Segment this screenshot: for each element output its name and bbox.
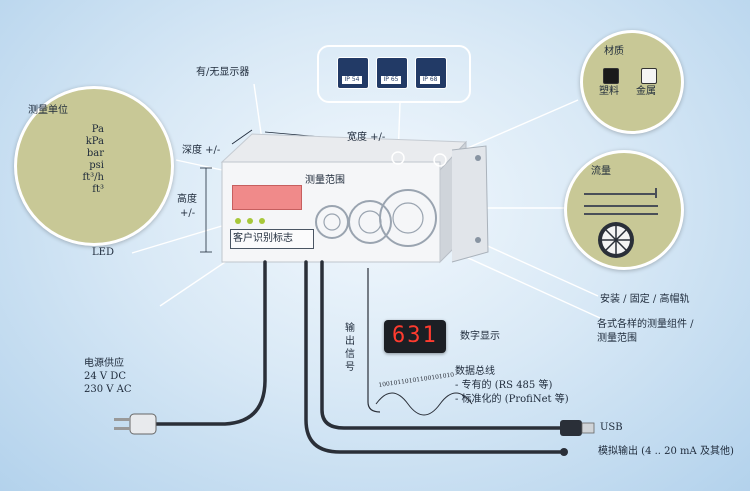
width-label: 宽度 +/-: [347, 132, 386, 143]
ip65-icon: IP 65: [376, 57, 408, 89]
led-1: [235, 218, 241, 224]
device-display: [232, 185, 302, 210]
unit-kpa: kPa: [85, 136, 104, 147]
depth-label: 深度 +/-: [182, 145, 221, 156]
analog-cable: [304, 260, 562, 454]
usb-label: USB: [600, 422, 623, 433]
ip68-icon: IP 68: [415, 57, 447, 89]
units-leader-line: [175, 159, 223, 171]
power-cable: [153, 260, 267, 426]
material-metal-label: 金属: [636, 86, 656, 97]
unit-psi: psi: [89, 160, 104, 171]
metal-swatch: [641, 68, 657, 84]
digital-display: [384, 320, 446, 353]
components-leader-line: [454, 251, 601, 319]
signal-line: [367, 268, 381, 413]
power-title: 电源供应: [84, 358, 124, 369]
customer-logo-box: [230, 229, 314, 249]
ip-rating-box: [317, 45, 471, 103]
digital-display-value: 631: [392, 323, 438, 348]
unit-ft3: ft³: [92, 184, 104, 195]
power-230vac: 230 V AC: [84, 384, 132, 395]
led-leader-line: [131, 221, 236, 254]
unit-pa: Pa: [91, 124, 104, 135]
data-bus-wave: [375, 392, 473, 416]
height-label-2: +/-: [180, 208, 196, 219]
analog-terminal-icon: [560, 448, 568, 456]
output-signal-label: 输 出 信 号: [345, 323, 355, 373]
ip54-icon: IP 54: [337, 57, 369, 89]
bus-proprietary: - 专有的 (RS 485 等): [455, 380, 553, 391]
power-plug-icon: [114, 413, 157, 435]
led-2: [247, 218, 253, 224]
unit-bar: bar: [86, 148, 104, 159]
led-label: LED: [92, 247, 114, 258]
material-circle: [580, 30, 684, 134]
flow-title: 流量: [591, 166, 611, 177]
flow-sensor-icons: [584, 188, 658, 258]
digital-display-label: 数字显示: [460, 331, 500, 342]
flow-wheel-icon: [598, 222, 634, 258]
plastic-swatch: [603, 68, 619, 84]
units-circle: [14, 86, 174, 246]
display-toggle-label: 有/无显示器: [196, 67, 250, 78]
units-list: Pa kPa bar psi ft³/h ft³: [60, 124, 104, 196]
material-plastic-label: 塑料: [599, 86, 619, 97]
bus-standardized: - 标准化的 (ProfiNet 等): [455, 394, 569, 405]
bracket-hole: [475, 155, 481, 161]
mounting-bracket: [451, 145, 489, 263]
components-label-2: 测量范围: [597, 333, 637, 344]
measurement-components: [315, 189, 437, 247]
components-label-1: 各式各样的测量组件 /: [597, 319, 694, 330]
bus-title: 数据总线: [455, 366, 495, 377]
units-title: 测量单位: [28, 105, 68, 116]
mounting-label: 安装 / 固定 / 高帽轨: [600, 294, 690, 305]
customer-logo-label: 客户识别标志: [233, 233, 293, 244]
power-24vdc: 24 V DC: [84, 371, 126, 382]
height-label-1: 高度: [177, 194, 197, 205]
depth-dimension-line: [231, 129, 253, 145]
unit-ft3h: ft³/h: [82, 172, 104, 183]
usb-plug-icon: [560, 420, 595, 436]
bracket-hole: [475, 237, 481, 243]
led-3: [259, 218, 265, 224]
device-range-label: 测量范围: [305, 175, 345, 186]
material-title: 材质: [604, 46, 624, 57]
mounting-leader-line: [469, 237, 599, 297]
usb-cable: [320, 260, 562, 430]
analog-output-label: 模拟输出 (4 .. 20 mA 及其他): [598, 446, 734, 457]
